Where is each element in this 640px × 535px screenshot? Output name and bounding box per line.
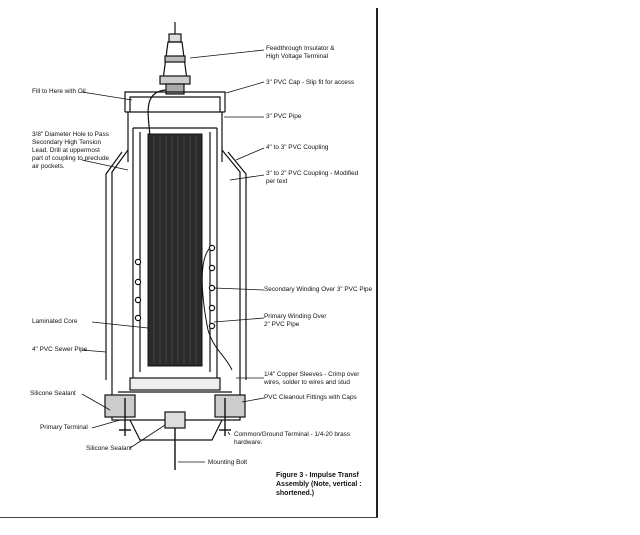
label-mounting-bolt: Mounting Bolt (208, 459, 248, 466)
coil-former (132, 127, 218, 378)
sewer-pipe-4in (105, 200, 247, 380)
label-coupling-3-2: 3" to 2" PVC Coupling - Modified per tex… (266, 170, 359, 185)
pvc-pipe-3in (127, 112, 223, 162)
cleanout-fittings (104, 377, 246, 441)
label-cleanout: PVC Cleanout Fittings with Caps (264, 394, 357, 401)
label-pipe-3in: 3" PVC Pipe (266, 113, 302, 120)
label-coupling-4-3: 4" to 3" PVC Coupling (266, 144, 329, 151)
label-common-terminal: Common/Ground Terminal - 1/4-20 brass ha… (234, 431, 351, 446)
leader-lines (81, 49, 265, 463)
label-laminated-core: Laminated Core (32, 318, 78, 325)
label-silicone-sealant-top: Silicone Sealant (30, 390, 76, 397)
figure-caption: Figure 3 - Impulse Transf Assembly (Note… (276, 472, 362, 497)
label-silicone-sealant-bottom: Silicone Sealant (86, 445, 132, 452)
winding-lead (201, 247, 233, 371)
border-horizontal (0, 517, 378, 518)
core-laminations (153, 136, 197, 364)
label-secondary-winding: Secondary Winding Over 3" PVC Pipe (264, 286, 373, 293)
coupling-4-to-3 (105, 149, 247, 200)
label-primary-terminal: Primary Terminal (40, 424, 88, 431)
label-sewer-pipe: 4" PVC Sewer Pipe (32, 346, 88, 353)
label-feedthrough: Feedthrough Insulator & High Voltage Ter… (266, 45, 335, 60)
pvc-cap (124, 91, 226, 113)
label-fill-oil: Fill to Here with Oil (32, 88, 86, 95)
label-copper-sleeves: 1/4" Copper Sleeves - Crimp over wires, … (264, 371, 360, 386)
terminal-studs (119, 398, 231, 470)
label-primary-winding: Primary Winding Over 2" PVC Pipe (264, 313, 327, 328)
label-cap: 3" PVC Cap - Slip fit for access (266, 79, 355, 86)
laminated-core (147, 133, 203, 367)
border-vertical (376, 8, 378, 518)
label-hole: 3/8" Diameter Hole to Pass Secondary Hig… (32, 131, 110, 170)
feedthrough-insulator (159, 22, 191, 95)
